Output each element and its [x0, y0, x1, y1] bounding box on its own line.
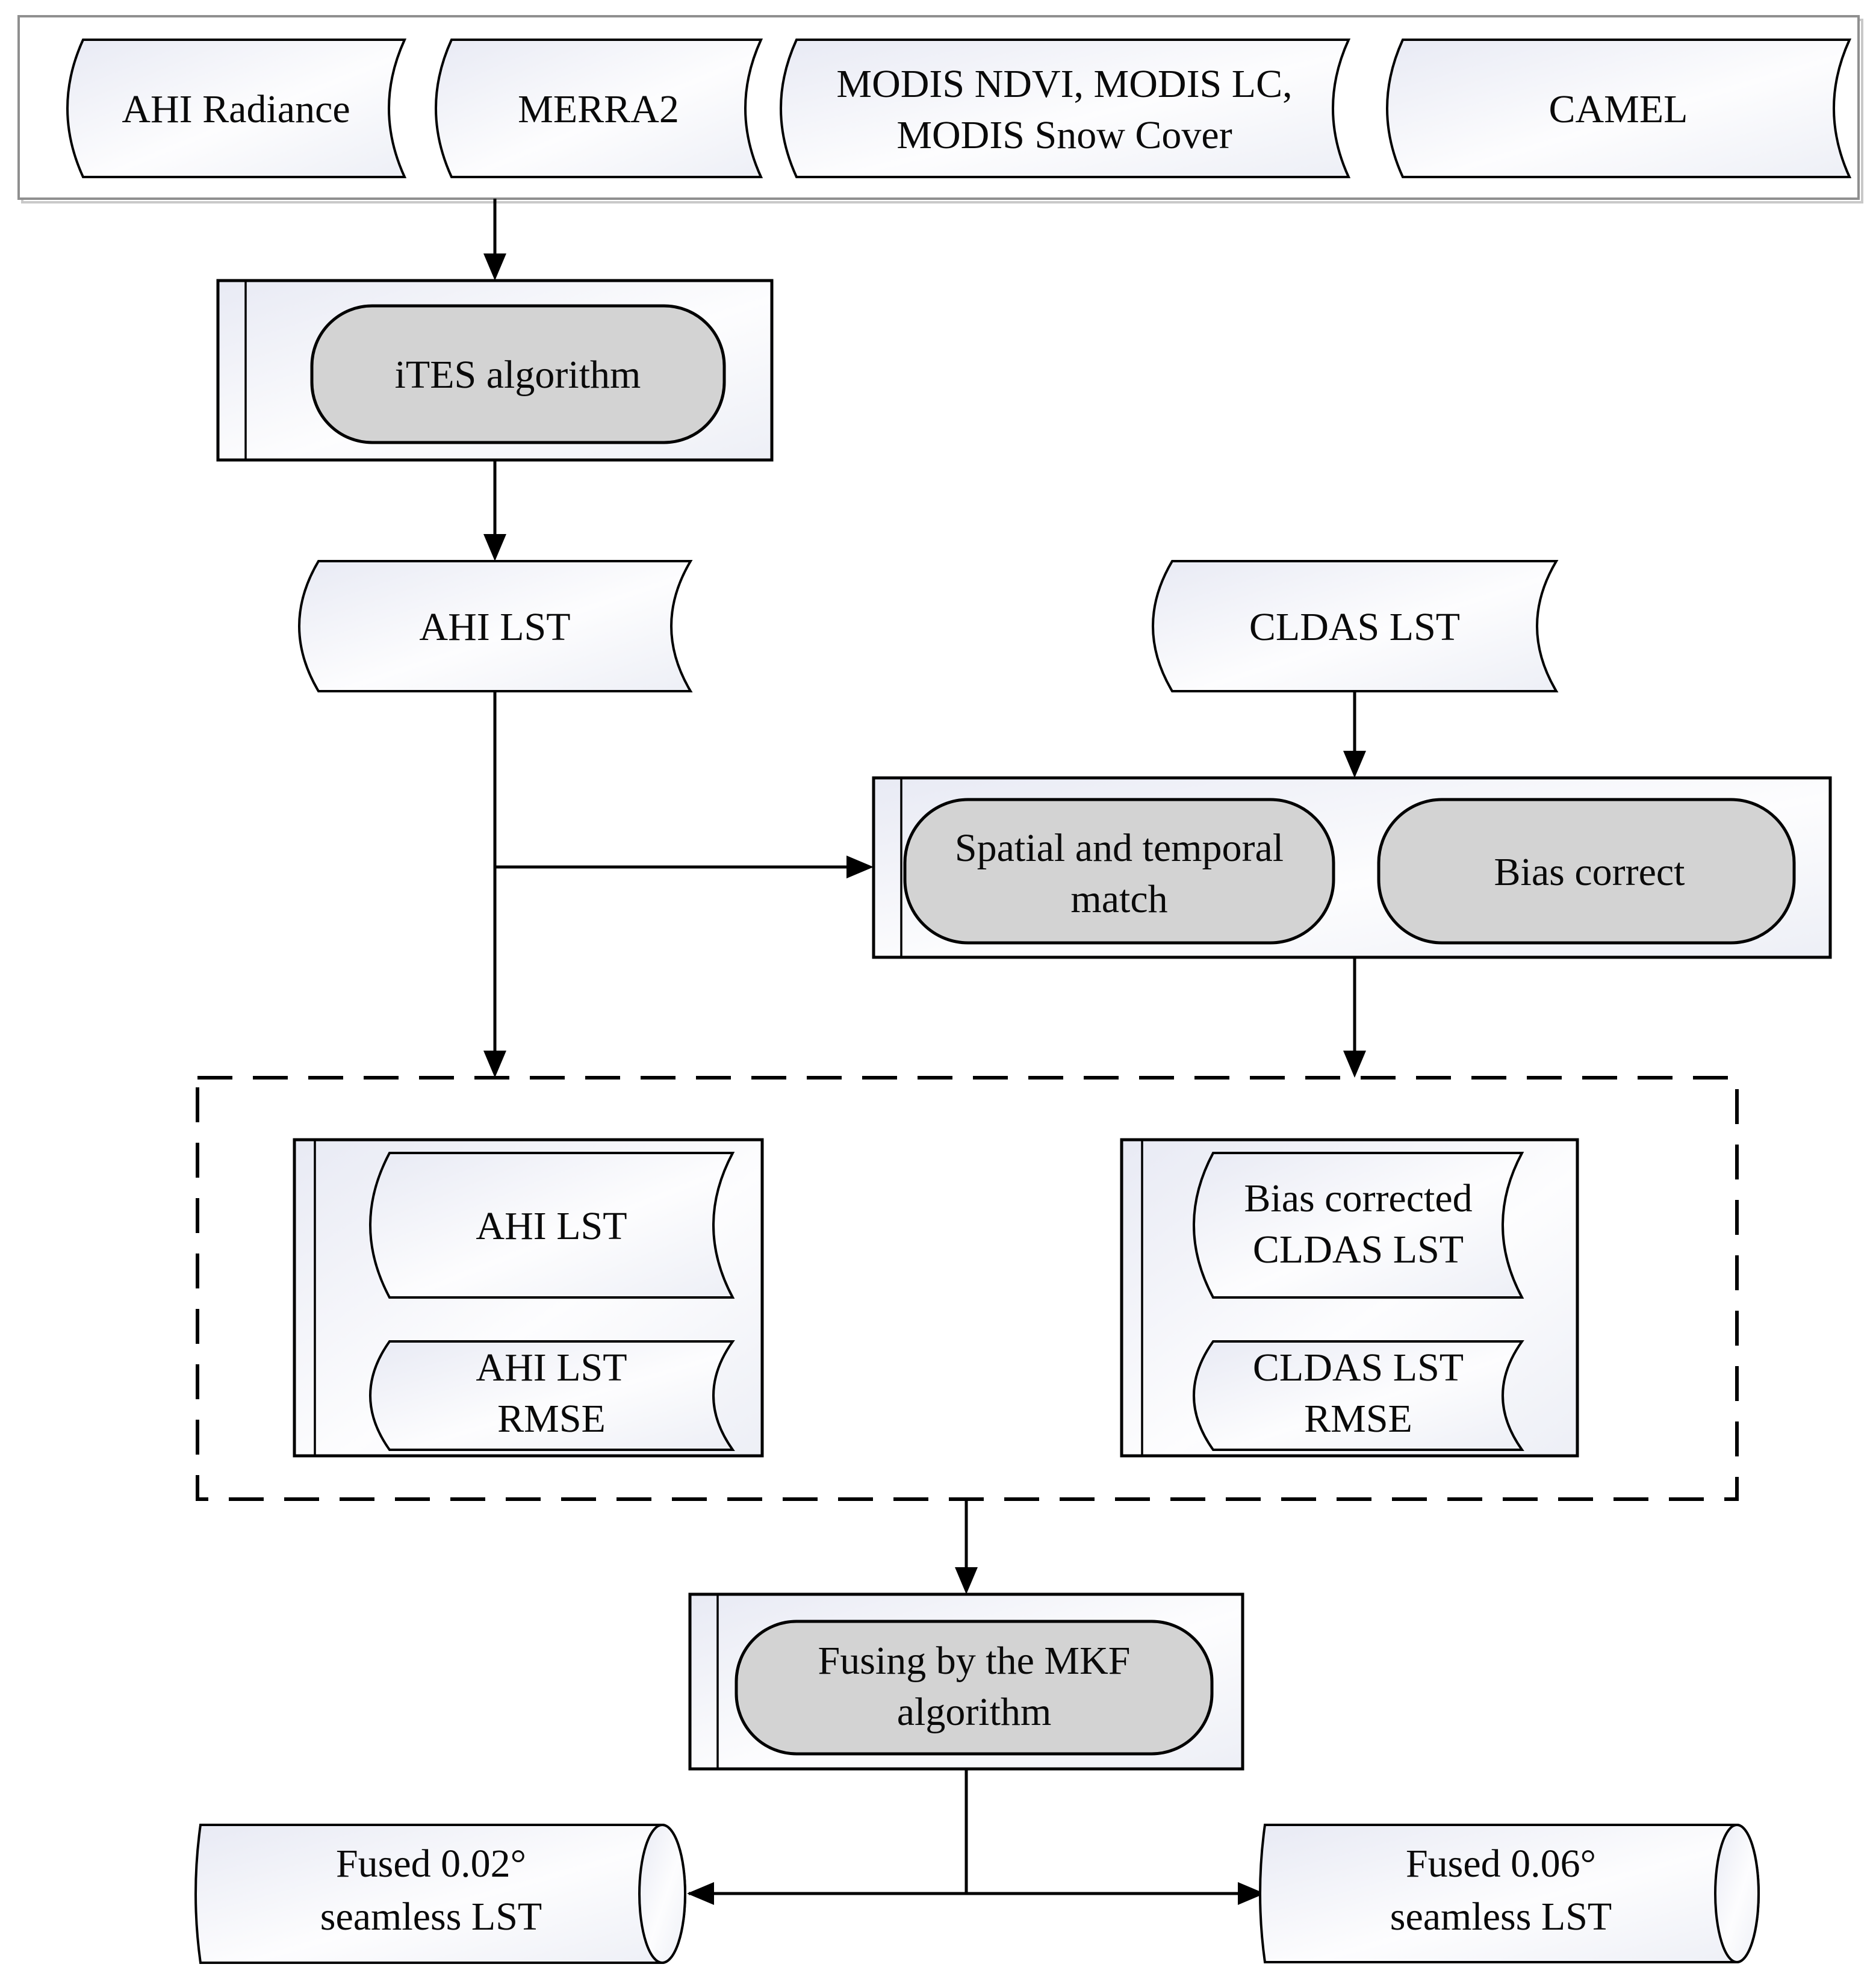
ahi-lst-box-label: AHI LST [476, 1204, 627, 1248]
ites-label: iTES algorithm [395, 353, 641, 397]
arrowhead [483, 253, 506, 281]
arrow-dashed-box-to-fusing [955, 1499, 978, 1594]
cldas-lst-rmse-label-line2: RMSE [1304, 1397, 1412, 1441]
ahi-lst-rmse-label-line1: AHI LST [476, 1346, 627, 1390]
fused-002-label-line1: Fused 0.02° [336, 1842, 526, 1886]
stored-data-shape [298, 560, 693, 692]
arrowhead [1343, 1051, 1366, 1078]
process-ites: iTES algorithm [216, 279, 774, 462]
cldas-lst-rmse-label-line1: CLDAS LST [1253, 1346, 1464, 1390]
arrowhead [1238, 1882, 1265, 1905]
input-ahi-radiance: AHI Radiance [66, 39, 407, 178]
arrow-match-to-dashed-box [1343, 957, 1366, 1078]
arrowhead [955, 1567, 978, 1594]
stored-data-shape [369, 1340, 735, 1451]
group-ahi-lst-rmse: AHI LST AHI LST RMSE [293, 1138, 764, 1458]
fused-006-label-line1: Fused 0.06° [1406, 1842, 1596, 1886]
input-modis: MODIS NDVI, MODIS LC, MODIS Snow Cover [780, 39, 1351, 178]
stored-data-shape [369, 1152, 735, 1299]
output-fused-002: Fused 0.02° seamless LST [194, 1824, 686, 1964]
stored-data-shape [1193, 1340, 1524, 1451]
match-label-line1: Spatial and temporal [955, 826, 1284, 870]
bias-correct-stadium [1377, 798, 1796, 945]
input-modis-label-line1: MODIS NDVI, MODIS LC, [836, 62, 1292, 106]
input-modis-label-line2: MODIS Snow Cover [896, 113, 1232, 157]
bias-corrected-label-line2: CLDAS LST [1253, 1228, 1464, 1272]
data-cldas-lst: CLDAS LST [1152, 560, 1559, 692]
data-cldas-lst-label: CLDAS LST [1249, 605, 1460, 649]
cylinder-cap [1714, 1824, 1760, 1963]
fused-006-label-line2: seamless LST [1390, 1895, 1612, 1939]
group-cldas-lst-rmse: Bias corrected CLDAS LST CLDAS LST RMSE [1120, 1138, 1579, 1458]
input-ahi-radiance-label: AHI Radiance [122, 87, 350, 131]
input-merra2-label: MERRA2 [518, 87, 679, 131]
arrowhead [483, 534, 506, 561]
stored-data-shape [1193, 1152, 1524, 1299]
arrow-ahi-lst-to-match [495, 856, 874, 878]
cylinder-cap [638, 1824, 686, 1964]
data-ahi-lst: AHI LST [298, 560, 693, 692]
match-label-line2: match [1070, 877, 1167, 921]
stored-data-shape [66, 39, 407, 178]
arrowhead [846, 856, 874, 878]
fused-002-label-line2: seamless LST [320, 1895, 542, 1939]
connector-fusing-to-outputs [687, 1769, 1265, 1905]
input-merra2: MERRA2 [435, 39, 763, 178]
arrowhead [687, 1882, 714, 1905]
arrowhead [1343, 751, 1366, 778]
fusing-stadium [735, 1620, 1214, 1756]
ites-stadium [310, 304, 726, 444]
match-stadium [903, 798, 1335, 945]
arrowhead [483, 1051, 506, 1078]
bias-correct-label: Bias correct [1494, 850, 1685, 894]
stored-data-shape [780, 39, 1351, 178]
input-camel: CAMEL [1386, 39, 1852, 178]
arrow-ahi-lst-to-dashed-box [483, 691, 506, 1078]
input-camel-label: CAMEL [1549, 87, 1688, 131]
arrow-ites-to-ahi-lst [483, 460, 506, 561]
fusing-label-line2: algorithm [897, 1690, 1052, 1734]
ahi-lst-rmse-label-line2: RMSE [497, 1397, 606, 1441]
process-fusing-mkf: Fusing by the MKF algorithm [688, 1592, 1244, 1771]
process-match-bias: Spatial and temporal match Bias correct [872, 776, 1832, 959]
bias-corrected-label-line1: Bias corrected [1244, 1176, 1472, 1220]
stored-data-shape [1386, 39, 1852, 178]
arrow-inputs-to-ites [483, 199, 506, 281]
output-fused-006: Fused 0.06° seamless LST [1259, 1824, 1760, 1963]
stored-data-shape [1152, 560, 1559, 692]
fusing-label-line1: Fusing by the MKF [818, 1639, 1131, 1683]
data-ahi-lst-label: AHI LST [419, 605, 570, 649]
arrow-cldas-to-match [1343, 691, 1366, 778]
stored-data-shape [435, 39, 763, 178]
